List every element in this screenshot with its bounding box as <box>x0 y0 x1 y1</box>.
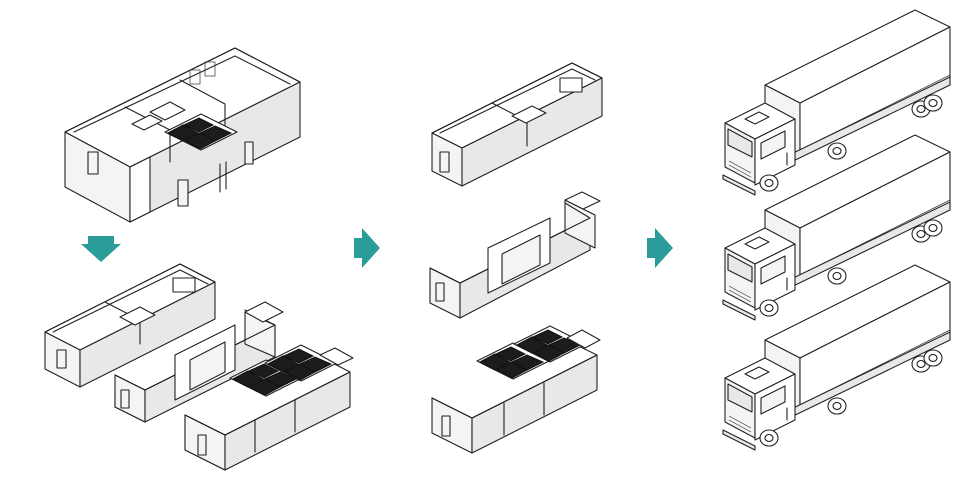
module-b <box>430 192 600 318</box>
module-a <box>432 63 602 186</box>
exploded-module <box>45 264 353 470</box>
full-module-3d <box>65 48 300 222</box>
arrow-down <box>81 236 121 262</box>
arrow-right-2 <box>647 228 673 268</box>
module-c <box>432 326 600 453</box>
arrow-right-1 <box>354 228 380 268</box>
